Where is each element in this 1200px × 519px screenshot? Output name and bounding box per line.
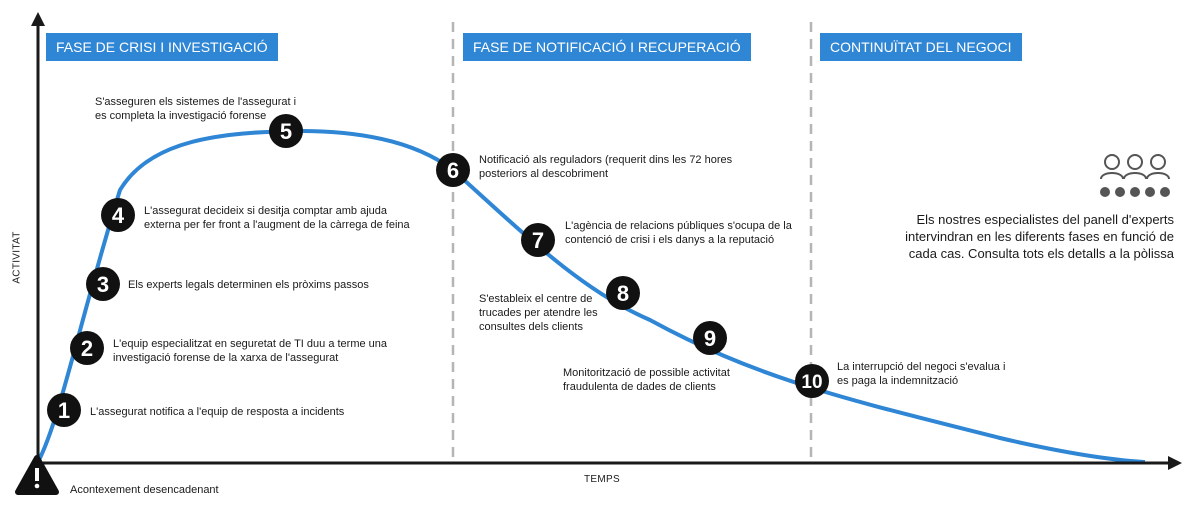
warning-triangle-icon [15,455,59,495]
step-number: 8 [617,281,629,306]
phase-banner-notification: FASE DE NOTIFICACIÓ I RECUPERACIÓ [463,33,751,61]
step-text-line: investigació forense de la xarxa de l'as… [113,352,339,364]
step-text-line: es paga la indemnització [837,375,959,387]
step-text-line: consultes dels clients [479,321,583,333]
step-text-line: La interrupció del negoci s'evalua i [837,361,1006,373]
step-text-10: La interrupció del negoci s'evalua i es … [837,360,1005,388]
step-text-1: L'assegurat notifica a l'equip de respos… [90,405,344,419]
trigger-label: Acontexement desencadenant [70,484,219,496]
step-text-line: S'estableix el centre de [479,293,593,305]
step-text-line: Els experts legals determinen els pròxim… [128,279,369,291]
step-text-line: L'assegurat notifica a l'equip de respos… [90,406,345,418]
step-text-line: trucades per atendre les [479,307,598,319]
step-text-line: L'assegurat decideix si desitja comptar … [144,205,388,217]
step-text-2: L'equip especialitzat en seguretat de TI… [113,337,387,365]
step-marker-5: 5 [269,114,303,148]
step-marker-1: 1 [47,393,81,427]
step-text-9: Monitorització de possible activitat fra… [563,366,730,394]
step-text-3: Els experts legals determinen els pròxim… [128,278,369,292]
y-axis-arrow [31,12,45,26]
step-text-line: L'equip especialitzat en seguretat de TI… [113,338,388,350]
step-number: 3 [97,272,109,297]
step-text-4: L'assegurat decideix si desitja comptar … [144,204,410,232]
step-text-line: externa per fer front a l'augment de la … [144,219,410,231]
step-marker-7: 7 [521,223,555,257]
step-number: 6 [447,158,459,183]
step-marker-4: 4 [101,198,135,232]
step-text-line: Monitorització de possible activitat [563,367,730,379]
step-text-line: posteriors al descobriment [479,168,609,180]
step-text-line: L'agència de relacions públiques s'ocupa… [565,220,792,232]
step-text-8: S'estableix el centre de trucades per at… [479,292,598,334]
step-text-line: contenció de crisi i els danys a la repu… [565,234,775,246]
y-axis-label: ACTIVITAT [11,231,23,284]
step-number: 1 [58,398,70,423]
step-number: 10 [801,372,822,393]
step-text-line: Notificació als reguladors (requerit din… [479,154,733,166]
phase-banner-continuity: CONTINUÏTAT DEL NEGOCI [820,33,1022,61]
experts-note: Els nostres especialistes del panell d'e… [904,211,1174,262]
step-number: 7 [532,228,544,253]
step-text-7: L'agència de relacions públiques s'ocupa… [565,219,792,247]
step-number: 9 [704,326,716,351]
step-marker-2: 2 [70,331,104,365]
experts-note-line: cada cas. Consulta tots els detalls a la… [908,246,1174,261]
experts-note-line: intervindran en les diferents fases en f… [905,229,1174,244]
step-marker-10: 10 [795,364,829,398]
step-marker-6: 6 [436,153,470,187]
step-text-line: es completa la investigació forense [95,110,267,122]
phase-banner-crisis: FASE DE CRISI I INVESTIGACIÓ [46,33,278,61]
step-number: 5 [280,119,292,144]
step-text-line: S'asseguren els sistemes de l'assegurat … [95,96,297,108]
experts-note-line: Els nostres especialistes del panell d'e… [916,212,1174,227]
step-marker-3: 3 [86,267,120,301]
x-axis-label: TEMPS [584,474,620,485]
step-marker-9: 9 [693,321,727,355]
step-number: 4 [112,203,125,228]
step-number: 2 [81,336,93,361]
experts-panel-icon [1100,154,1170,197]
step-marker-8: 8 [606,276,640,310]
step-text-6: Notificació als reguladors (requerit din… [479,153,732,181]
step-text-line: fraudulenta de dades de clients [563,381,716,393]
x-axis-arrow [1168,456,1182,470]
step-text-5: S'asseguren els sistemes de l'assegurat … [95,95,296,123]
